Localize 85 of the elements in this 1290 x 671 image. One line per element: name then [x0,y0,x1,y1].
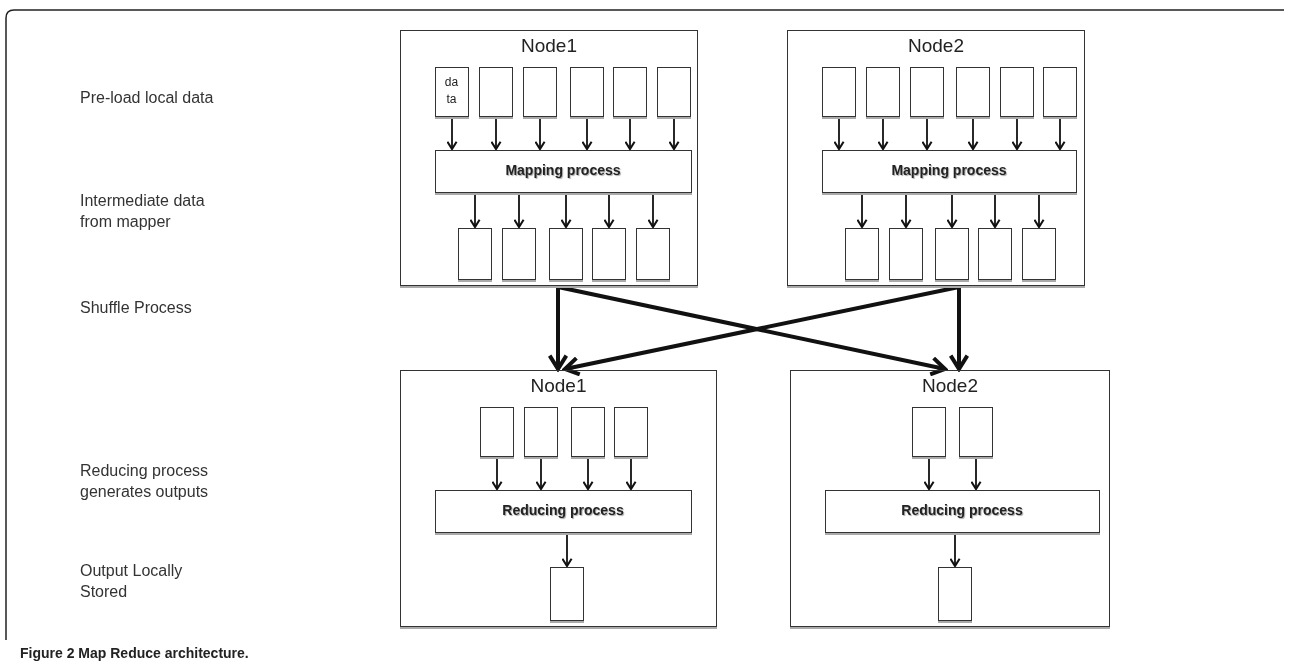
arrow [490,117,502,150]
data-block [479,406,514,457]
process-label: Reducing process [501,501,625,519]
arrow [1054,117,1066,150]
panel-title: Node2 [907,35,965,57]
stage-label: Output Locally Stored [80,561,184,602]
arrow [561,533,573,567]
arrow [446,117,458,150]
arrow [534,117,546,150]
node-panel [400,30,698,286]
data-block [909,66,944,117]
data-block [656,66,691,117]
data-block [478,66,513,117]
data-block [911,406,946,457]
data-block [457,227,492,280]
shuffle-arrow [547,287,569,371]
arrow [900,193,912,228]
arrow [491,457,503,490]
data-block [548,227,583,280]
arrow [989,193,1001,228]
data-block [934,227,969,280]
process-box [824,489,1100,533]
data-block [434,66,469,117]
block-label: data [443,73,460,108]
arrow [625,457,637,490]
data-block [977,227,1012,280]
data-block [999,66,1034,117]
arrow [856,193,868,228]
data-block [958,406,993,457]
panel-title: Node1 [529,375,588,397]
arrow [970,457,982,490]
data-block [955,66,990,117]
process-box [821,149,1077,193]
panel-title: Node2 [921,375,979,397]
data-block [844,227,879,280]
data-block [570,406,605,457]
arrow [582,457,594,490]
data-block [523,406,558,457]
arrow [877,117,889,150]
data-block [821,66,856,117]
stage-label: Pre-load local data [80,88,215,108]
arrow [513,193,525,228]
stage-label: Intermediate data from mapper [80,191,206,232]
arrow [967,117,979,150]
arrow [560,193,572,228]
data-block [549,566,584,621]
arrow [535,457,547,490]
data-block [865,66,900,117]
arrow [949,533,961,567]
arrow [624,117,636,150]
arrow [581,117,593,150]
process-label: Reducing process [900,501,1024,519]
arrow [469,193,481,228]
data-block [522,66,557,117]
process-box [434,149,692,193]
arrow [833,117,845,150]
arrow [923,457,935,490]
panel-title: Node1 [520,35,578,57]
arrow [668,117,680,150]
figure-caption: Figure 2 Map Reduce architecture. [20,645,249,661]
data-block [888,227,923,280]
arrow [946,193,958,228]
data-block [1021,227,1056,280]
arrow [1033,193,1045,228]
node-panel [790,370,1110,627]
data-block [1042,66,1077,117]
data-block [937,566,972,621]
shuffle-arrow [948,287,970,371]
arrow [647,193,659,228]
process-label: Mapping process [504,161,622,179]
data-block [591,227,626,280]
arrow [1011,117,1023,150]
data-block [569,66,604,117]
process-label: Mapping process [890,161,1008,179]
data-block [635,227,670,280]
arrow [603,193,615,228]
arrow [921,117,933,150]
node-panel [400,370,717,627]
process-box [434,489,692,533]
data-block [612,66,647,117]
node-panel [787,30,1085,286]
data-block [613,406,648,457]
stage-label: Shuffle Process [80,298,193,318]
stage-label: Reducing process generates outputs [80,461,210,502]
data-block [501,227,536,280]
